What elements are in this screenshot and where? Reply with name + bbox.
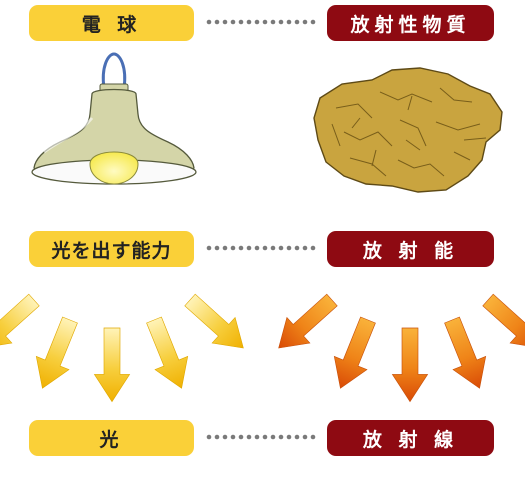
arrow-icon	[391, 327, 429, 403]
arrow-icon	[146, 316, 189, 389]
yellow-arrows-fan-icon	[0, 293, 244, 403]
arrow-icon	[184, 293, 244, 349]
arrow-icon	[35, 316, 78, 389]
dotted-connector-3	[206, 434, 316, 440]
dotted-connector-1	[206, 19, 316, 25]
label-light: 光	[29, 420, 194, 456]
radioactive-rock-icon	[313, 67, 503, 193]
dotted-connector-2	[206, 245, 316, 251]
arrow-icon	[0, 293, 40, 349]
label-radioactivity: 放 射 能	[327, 231, 494, 267]
light-bulb-lamp-icon	[31, 52, 197, 185]
orange-arrows-fan-icon	[278, 293, 525, 403]
arrow-icon	[444, 316, 487, 389]
label-light-bulb: 電 球	[29, 5, 194, 41]
label-ability-to-emit-light: 光を出す能力	[29, 231, 194, 267]
arrow-icon	[333, 316, 376, 389]
arrow-icon	[482, 293, 525, 349]
arrow-icon	[278, 293, 338, 349]
label-radioactive-material: 放射性物質	[327, 5, 494, 41]
label-radiation: 放 射 線	[327, 420, 494, 456]
arrow-icon	[93, 327, 131, 403]
